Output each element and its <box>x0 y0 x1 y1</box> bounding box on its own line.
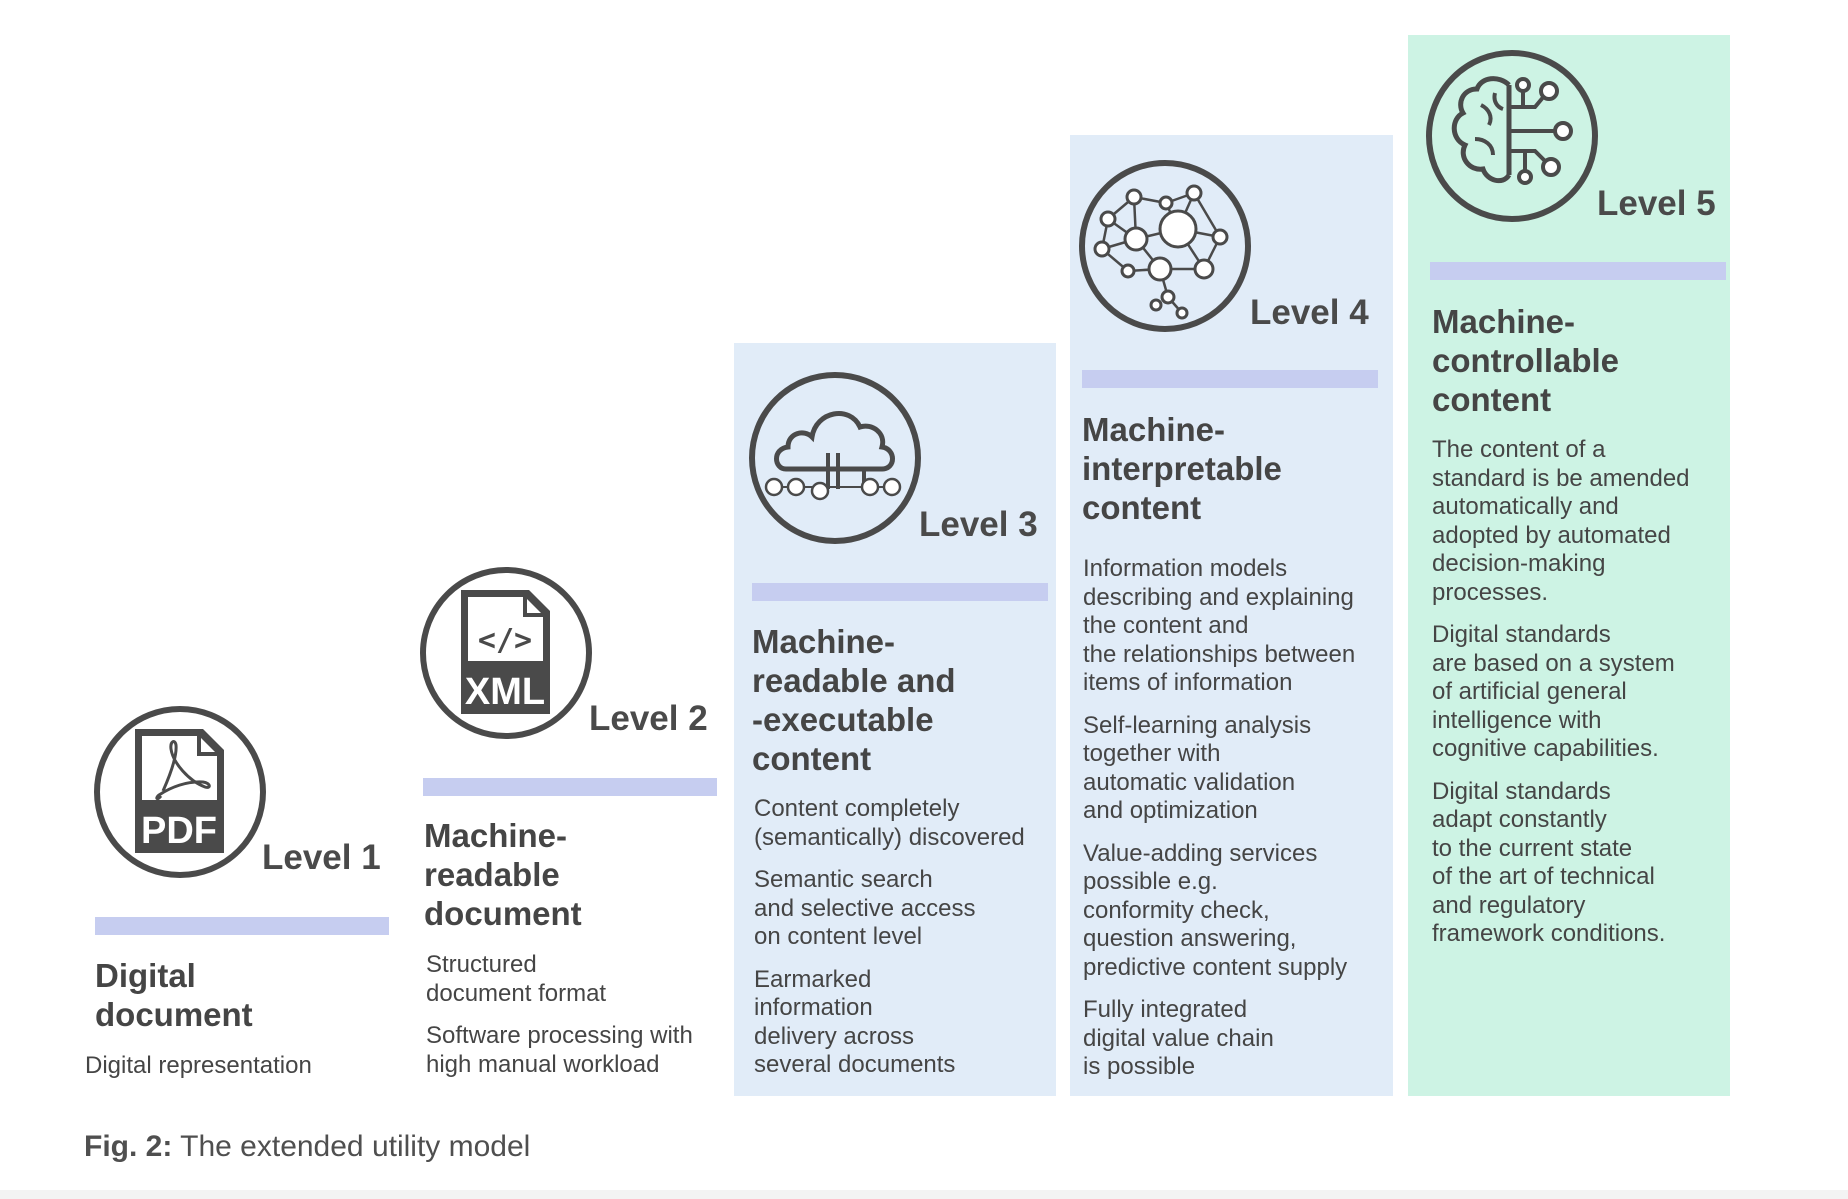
level-3-label: Level 3 <box>919 505 1038 544</box>
figure-caption: Fig. 2: The extended utility model <box>84 1130 530 1164</box>
level-2-paragraph: Structured document format <box>426 951 607 1007</box>
level-5-paragraph: The content of a standard is be amended … <box>1432 436 1690 606</box>
xml-icon-text: XML <box>465 671 545 713</box>
xml-code-glyph: </> <box>478 623 532 658</box>
figure-caption-text: The extended utility model <box>180 1130 531 1163</box>
level-5-divider <box>1430 262 1726 280</box>
level-4-divider <box>1082 370 1378 388</box>
level-5-paragraph: Digital standards are based on a system … <box>1432 621 1675 762</box>
level-2-label: Level 2 <box>589 699 708 738</box>
level-1-label: Level 1 <box>262 838 381 877</box>
ai-brain-icon <box>1423 47 1601 225</box>
level-4-paragraph: Value-adding services possible e.g. conf… <box>1083 839 1348 981</box>
level-2-divider <box>423 778 717 796</box>
level-1-divider <box>95 917 389 935</box>
pdf-icon-text: PDF <box>141 810 217 852</box>
level-3-paragraph: Content completely (semantically) discov… <box>754 795 1025 851</box>
pdf-file-icon: PDF <box>91 703 269 881</box>
cloud-network-icon <box>746 369 924 547</box>
level-4-title: Machine- interpretable content <box>1082 411 1282 526</box>
level-3-paragraph: Earmarked information delivery across se… <box>754 965 956 1079</box>
level-5-description: The content of a standard is be amended … <box>1432 436 1728 963</box>
level-1-paragraph: Digital representation <box>85 1052 312 1079</box>
level-5-title: Machine- controllable content <box>1432 303 1620 418</box>
level-2-description: Structured document format Software proc… <box>426 951 726 1093</box>
figure-caption-prefix: Fig. 2: <box>84 1130 173 1163</box>
level-5-label: Level 5 <box>1597 184 1716 223</box>
level-2-paragraph: Software processing with high manual wor… <box>426 1022 693 1078</box>
neural-network-icon <box>1076 157 1254 335</box>
level-5-paragraph: Digital standards adapt constantly to th… <box>1432 777 1666 948</box>
level-4-description: Information models describing and explai… <box>1083 555 1388 1096</box>
level-2-title: Machine- readable document <box>424 817 582 932</box>
page-bottom-edge <box>0 1190 1848 1199</box>
level-5-panel <box>1408 35 1730 1096</box>
level-1-description: Digital representation <box>85 1052 385 1095</box>
level-4-paragraph: Information models describing and explai… <box>1083 555 1356 696</box>
level-3-divider <box>752 583 1048 601</box>
level-3-description: Content completely (semantically) discov… <box>754 795 1054 1094</box>
level-3-title: Machine- readable and -executable conten… <box>752 623 956 777</box>
level-4-paragraph: Self-learning analysis together with aut… <box>1083 711 1312 825</box>
level-4-label: Level 4 <box>1250 293 1369 332</box>
xml-file-icon: </> XML <box>417 564 595 742</box>
level-4-paragraph: Fully integrated digital value chain is … <box>1083 996 1274 1080</box>
level-1-title: Digital document <box>95 957 253 1033</box>
level-3-paragraph: Semantic search and selective access on … <box>754 866 976 950</box>
